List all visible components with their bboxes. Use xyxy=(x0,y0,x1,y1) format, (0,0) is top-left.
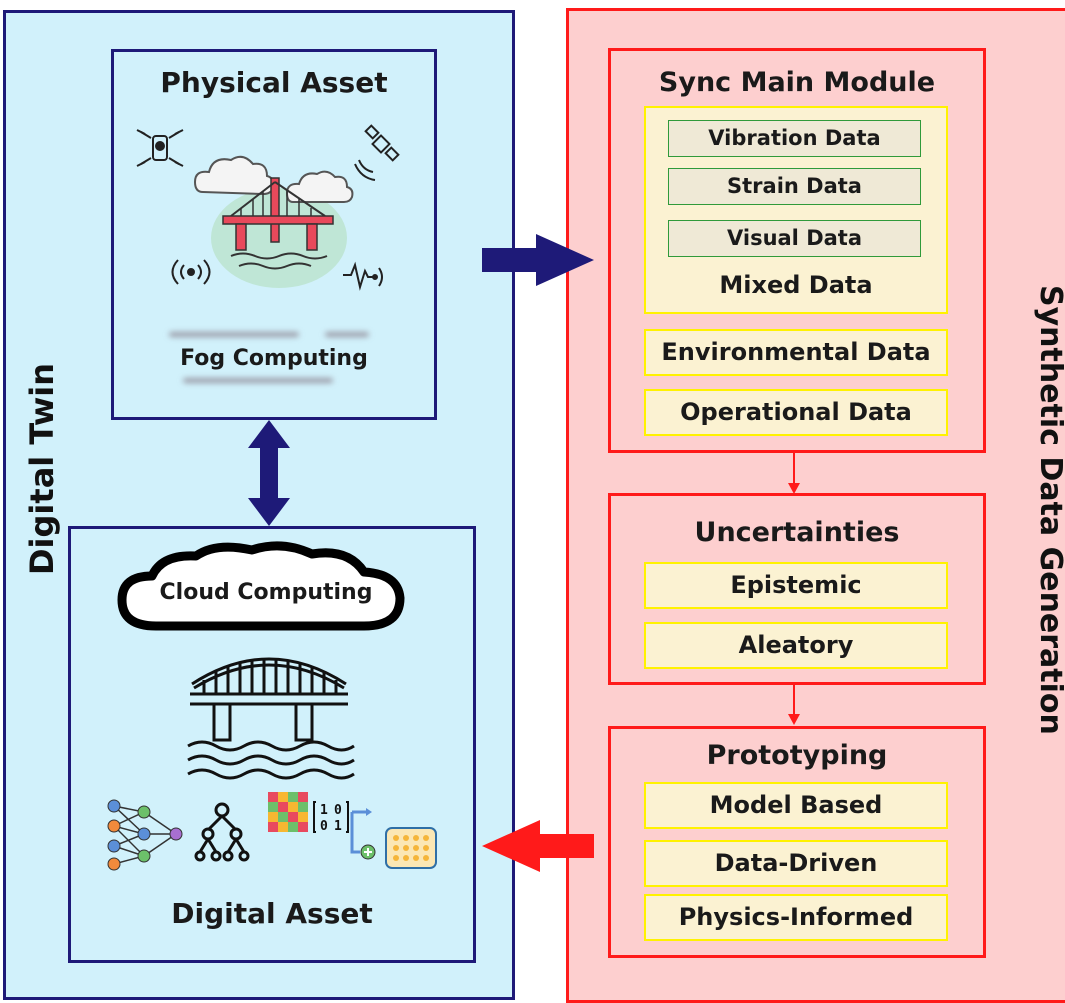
wifi-sensor-icon xyxy=(171,259,211,285)
double-arrow xyxy=(248,420,290,526)
cloud-computing-label: Cloud Computing xyxy=(159,580,373,605)
svg-text:0: 0 xyxy=(320,819,328,834)
svg-text:0: 0 xyxy=(334,803,342,818)
model-based-label: Model Based xyxy=(709,791,883,819)
environmental-data-box xyxy=(644,329,948,376)
operational-data-box xyxy=(644,389,948,436)
decision-tree-icon xyxy=(194,802,250,862)
operational-data-label: Operational Data xyxy=(680,398,912,426)
red-left-arrow xyxy=(482,820,594,872)
svg-text:1: 1 xyxy=(320,803,328,818)
aleatory-label: Aleatory xyxy=(738,631,854,659)
physics-informed-label: Physics-Informed xyxy=(678,903,914,931)
epistemic-box xyxy=(644,562,948,609)
cloud-icon xyxy=(117,541,405,631)
digital-asset-title: Digital Asset xyxy=(171,897,373,930)
drone-icon xyxy=(136,129,184,167)
signal-sensor-icon xyxy=(343,261,383,291)
physical-asset-title: Physical Asset xyxy=(160,66,388,99)
heatmap-icon xyxy=(268,792,308,832)
fog-computing-label: Fog Computing xyxy=(180,346,368,371)
data-board-icon xyxy=(385,827,437,869)
neural-network-icon xyxy=(107,799,183,871)
flow-arrow-1 xyxy=(788,453,800,494)
fog-haze xyxy=(169,332,369,383)
data-driven-label: Data-Driven xyxy=(714,849,878,877)
digital-twin-label: Digital Twin xyxy=(23,362,61,575)
physics-informed-box xyxy=(644,894,948,941)
aleatory-box xyxy=(644,622,948,669)
flow-arrow-2 xyxy=(788,684,800,725)
mixed-data-label: Mixed Data xyxy=(719,271,873,299)
uncertainties-title: Uncertainties xyxy=(694,517,900,548)
physical-scene xyxy=(136,124,400,383)
synthetic-data-label: Synthetic Data Generation xyxy=(1033,285,1065,735)
strain-data-box xyxy=(668,168,921,205)
vibration-data-label: Vibration Data xyxy=(708,126,881,150)
model-based-box xyxy=(644,782,948,829)
strain-data-label: Strain Data xyxy=(727,174,862,198)
navy-right-arrow xyxy=(482,234,594,286)
vibration-data-box xyxy=(668,120,921,157)
bridge-icon xyxy=(222,177,334,270)
svg-text:1: 1 xyxy=(334,819,342,834)
environmental-data-label: Environmental Data xyxy=(661,338,931,366)
digital-bridge-icon xyxy=(187,657,355,780)
prototyping-title: Prototyping xyxy=(706,740,888,771)
visual-data-label: Visual Data xyxy=(726,226,863,250)
visual-data-box xyxy=(668,220,921,257)
sync-main-module-title: Sync Main Module xyxy=(658,67,936,98)
data-driven-box xyxy=(644,840,948,887)
epistemic-label: Epistemic xyxy=(730,571,862,599)
cloud-icon-left xyxy=(193,155,275,196)
satellite-icon xyxy=(354,124,400,181)
